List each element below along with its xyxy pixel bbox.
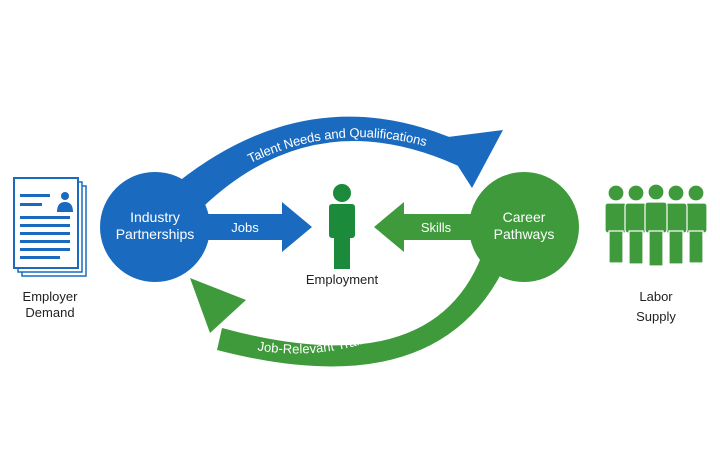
top-arrow-body <box>178 116 478 205</box>
skills-arrow: Skills <box>374 202 472 252</box>
industry-label-line1: Industry <box>130 209 180 225</box>
jobs-label: Jobs <box>231 220 259 235</box>
bottom-arrow-head <box>190 278 246 333</box>
skills-label: Skills <box>421 220 452 235</box>
industry-partnerships-node: Industry Partnerships <box>100 172 210 282</box>
employment-label: Employment <box>306 272 379 287</box>
labor-supply-label-line1: Labor <box>639 289 673 304</box>
jobs-arrow: Jobs <box>208 202 312 252</box>
industry-label-line2: Partnerships <box>116 226 195 242</box>
bottom-arrow-body <box>217 255 507 367</box>
employer-demand-label-line1: Employer <box>23 289 79 304</box>
resume-document-icon <box>13 177 87 277</box>
person-icon <box>329 184 355 269</box>
top-arrow-head <box>440 130 503 188</box>
employer-demand-label-line2: Demand <box>25 305 74 320</box>
group-of-people-icon <box>604 183 708 267</box>
labor-supply-label-line2: Supply <box>636 309 676 324</box>
career-pathways-node: Career Pathways <box>469 172 579 282</box>
career-label-line2: Pathways <box>494 226 555 242</box>
bottom-arrow-label: Job-Relevant Training and Education <box>257 285 462 357</box>
career-label-line1: Career <box>503 209 546 225</box>
